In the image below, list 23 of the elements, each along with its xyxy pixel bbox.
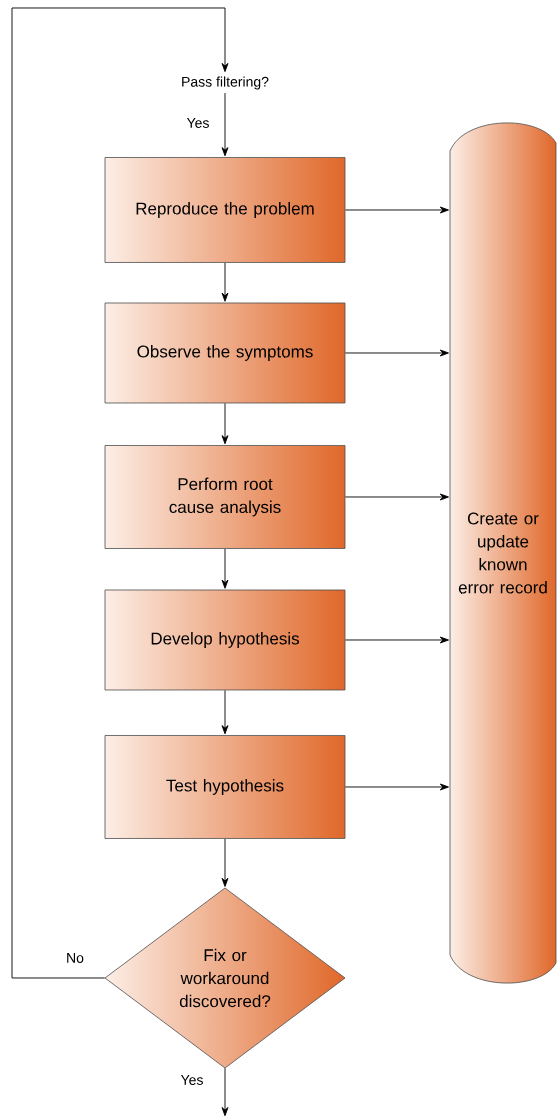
arrow — [344, 783, 449, 791]
edge-label: No — [65, 952, 85, 964]
arrow — [344, 493, 449, 501]
question-text: Pass filtering? — [182, 76, 269, 90]
arrow — [344, 636, 449, 644]
arrow — [11, 7, 229, 979]
process-box: Reproduce the problem — [104, 157, 346, 263]
arrow — [344, 206, 449, 214]
arrow — [221, 1067, 229, 1117]
arrow — [221, 689, 229, 735]
process-box: Develop hypothesis — [104, 589, 346, 691]
record-band: Create or update known error record — [449, 122, 557, 984]
arrow — [221, 402, 229, 445]
arrow — [221, 838, 229, 887]
arrow — [221, 92, 229, 157]
process-box: Test hypothesis — [104, 735, 346, 839]
arrow — [221, 548, 229, 589]
process-box: Perform root cause analysis — [104, 445, 346, 549]
arrow — [221, 262, 229, 302]
edge-label: Yes — [179, 1074, 205, 1086]
arrow — [344, 349, 449, 357]
edge-label: Yes — [185, 117, 211, 129]
process-box: Observe the symptoms — [104, 302, 346, 404]
